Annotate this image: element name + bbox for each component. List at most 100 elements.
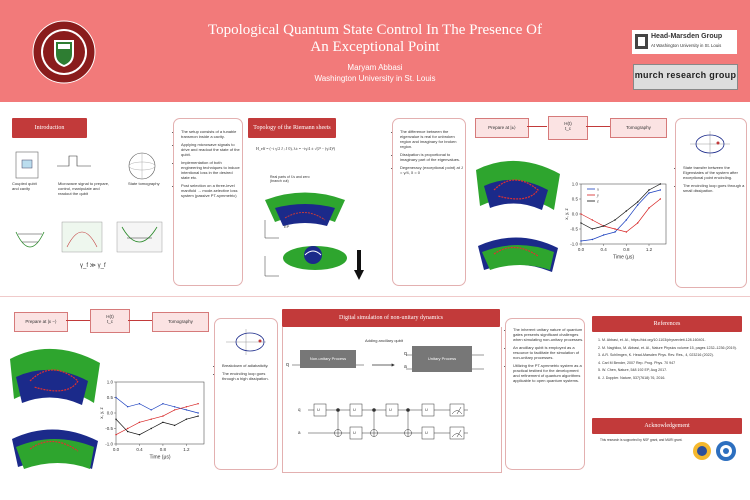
gate-label: U <box>425 407 428 412</box>
prepare-box-top: Prepare at |±⟩ <box>475 118 529 138</box>
data-point <box>602 234 605 236</box>
introduction-bullets: The setup consists of a tunable transmon… <box>174 129 242 198</box>
x-axis-label: Time (μs) <box>149 455 170 461</box>
y-axis-label: x, y, z <box>565 208 569 220</box>
topology-bullet: Dissipation is proportional to imaginary… <box>400 152 465 162</box>
protocol-bottom-bullet: The encircling loop goes through a high … <box>222 371 277 381</box>
introduction-panel: The setup consists of a tunable transmon… <box>173 118 243 286</box>
evolve-label: H(t) <box>564 121 572 126</box>
data-point <box>614 231 616 233</box>
intro-bullet: Post selection on a three-level manifold… <box>181 183 242 198</box>
reference-item: J. Doppler. Nature, 537(7618):76, 2016. <box>602 376 744 381</box>
lab-logo-box <box>632 30 737 54</box>
y-tick-label: -1.0 <box>570 242 578 247</box>
data-point <box>659 189 662 191</box>
y-tick-label: 1.0 <box>572 182 579 187</box>
protocol-bottom-bullet: Breakdown of adiabaticity. <box>222 363 277 368</box>
data-point <box>162 415 164 417</box>
series-line <box>115 403 199 436</box>
series-line <box>115 415 199 436</box>
loop-diagram-icon <box>226 329 266 355</box>
data-point <box>659 198 662 200</box>
murch-logo-box <box>633 64 738 90</box>
data-point <box>580 222 582 224</box>
data-point <box>591 238 594 241</box>
topology-bullet: The difference between the eigenvalue is… <box>400 129 465 149</box>
intro-label-circuit: Coupled qubit and cavity <box>12 181 37 191</box>
evolve-sub-label: t_c <box>564 126 571 131</box>
topology-equation: H_eff = (−i γ/2 J ; J 0), λ± = −iγ/4 ± √… <box>256 146 336 151</box>
x-tick-label: 1.2 <box>183 447 190 452</box>
reference-item: A.R. Schlimgen, K. Head-Marsden Phys. Re… <box>602 353 744 358</box>
acknowledgement-text: This research is supported by NSF grant,… <box>600 438 683 442</box>
lab-subtitle: At Washington University in St. Louis <box>651 43 722 48</box>
tomography-box-bottom: Tomography <box>152 312 209 332</box>
y-tick-label: 0.0 <box>572 212 579 217</box>
intro-label-bloch: State tomography <box>128 181 160 186</box>
arrow-line <box>128 320 152 321</box>
series-line <box>580 198 661 233</box>
qubit-label-a: a <box>404 364 407 370</box>
references-banner: References <box>592 316 742 332</box>
data-point <box>625 231 628 233</box>
gate-label: U <box>425 430 428 435</box>
evolve-box-bottom: H(t) t_c <box>90 309 130 333</box>
y-tick-label: 0.0 <box>107 411 114 416</box>
topology-banner: Topology of the Riemann sheets <box>248 118 336 138</box>
data-point <box>138 434 141 436</box>
digital-bullets: The inherent unitary nature of quantum g… <box>506 327 584 383</box>
intro-bullet: The setup consists of a tunable transmon… <box>181 129 242 139</box>
data-point <box>185 406 188 408</box>
data-point <box>127 406 129 408</box>
author-name: Maryam Abbasi <box>347 63 403 72</box>
data-point <box>115 396 117 399</box>
intro-label-gamma: γ_f ≫ γ_f <box>80 263 106 269</box>
data-point <box>127 430 129 433</box>
introduction-diagram <box>15 151 163 253</box>
quantum-circuit-figure <box>292 354 484 440</box>
gate-label: U <box>317 407 320 412</box>
data-point <box>636 201 639 203</box>
riemann-sheets-figure <box>264 192 347 277</box>
data-point <box>580 213 582 215</box>
evolve-sub-label: t_c <box>106 319 113 324</box>
data-point <box>127 427 129 430</box>
data-point <box>115 434 117 436</box>
title-line-2: An Exceptional Point <box>310 39 440 55</box>
y-tick-label: -1.0 <box>105 442 113 447</box>
down-arrow-icon <box>354 250 364 280</box>
x-tick-label: 1.2 <box>646 247 653 252</box>
x-tick-label: 0.0 <box>113 447 120 452</box>
murch-logo-text: murch research group <box>634 70 737 80</box>
arrow-line <box>527 126 547 127</box>
data-point <box>591 228 594 230</box>
arrow-line <box>66 320 90 321</box>
x-tick-label: 0.4 <box>136 447 143 452</box>
x-tick-label: 0.8 <box>160 447 167 452</box>
protocol-bottom-panel: Breakdown of adiabaticity. The encirclin… <box>214 318 278 470</box>
arrow-line <box>586 126 610 127</box>
data-point <box>162 421 164 423</box>
protocol-top-bullets: State transfer between the Eigenstates o… <box>676 165 746 193</box>
plot-frame <box>115 381 205 445</box>
topology-bullet: Degeneracy (exceptional point) at J = γ/… <box>400 165 465 175</box>
lab-logo-icon <box>635 34 648 49</box>
data-point <box>138 403 141 405</box>
surface-figure-bottom <box>10 348 100 469</box>
data-point <box>150 409 152 411</box>
section-divider <box>0 296 750 297</box>
qubit-label-q: q <box>404 351 407 357</box>
evolve-box-top: H(t) t_c <box>548 116 588 140</box>
data-point <box>614 219 616 221</box>
gate-label: U <box>353 407 356 412</box>
digital-bullet: An ancillary qubit is employed as a reso… <box>513 345 584 360</box>
series-line <box>580 183 661 230</box>
qubit-label-q: q <box>298 407 301 412</box>
poster-title: Topological Quantum State Control In The… <box>160 22 590 56</box>
y-tick-label: 1.0 <box>107 380 114 385</box>
loop-diagram-icon <box>690 131 730 157</box>
topology-label-ep: EP <box>284 224 290 229</box>
series-line <box>580 189 661 242</box>
